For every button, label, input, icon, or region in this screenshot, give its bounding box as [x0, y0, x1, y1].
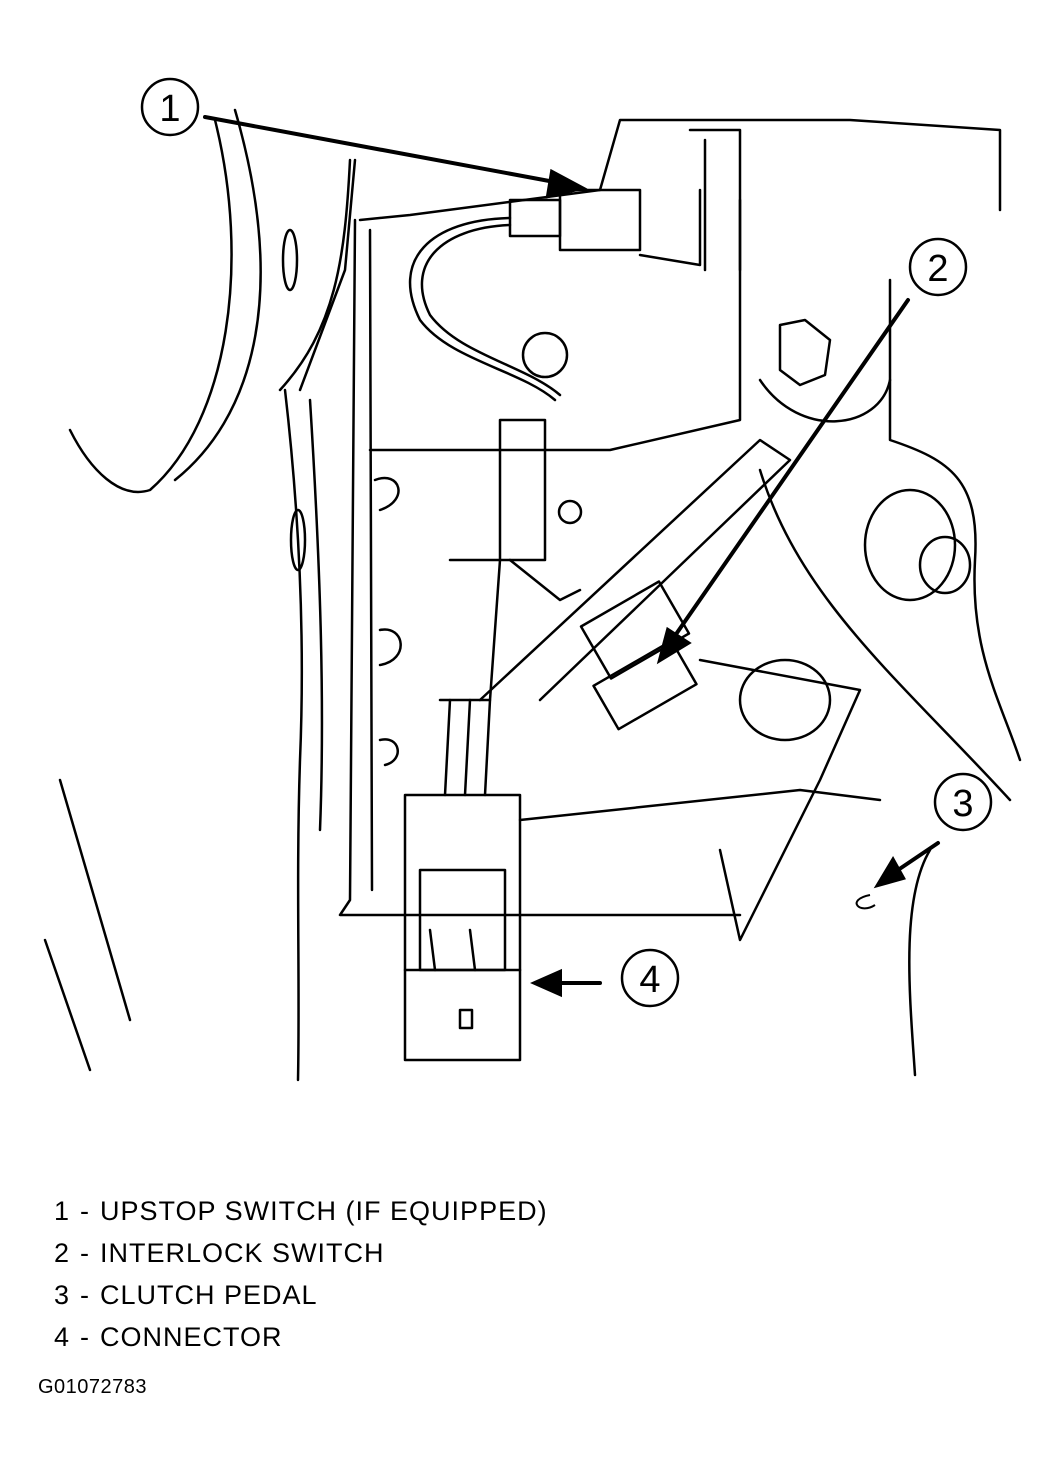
- callout-4-bubble: 4: [620, 948, 680, 1008]
- clutch-switch-illustration: 1 2 3 4: [43, 77, 1022, 1082]
- callout-2-arrow: [656, 298, 910, 665]
- callout-2-bubble: 2: [908, 237, 968, 297]
- connector: [403, 698, 522, 1062]
- legend-separator: -: [80, 1322, 91, 1352]
- interlock-switch: [438, 418, 698, 731]
- callout-4-arrow: [530, 968, 602, 998]
- callout-1-number: 1: [159, 88, 180, 130]
- legend-item-label: UPSTOP SWITCH (IF EQUIPPED): [100, 1196, 548, 1226]
- callout-legend: 1-UPSTOP SWITCH (IF EQUIPPED) 2-INTERLOC…: [54, 1190, 548, 1358]
- legend-item: 4-CONNECTOR: [54, 1316, 548, 1358]
- left-body-panel: [43, 108, 357, 1082]
- upstop-switch: [408, 188, 702, 402]
- clutch-pedal-arm: [478, 278, 1022, 1077]
- legend-item: 3-CLUTCH PEDAL: [54, 1274, 548, 1316]
- legend-item-number: 4: [54, 1322, 71, 1352]
- callout-2-number: 2: [927, 248, 948, 290]
- callout-3-bubble: 3: [933, 772, 993, 832]
- legend-item-number: 1: [54, 1196, 71, 1226]
- legend-item-number: 3: [54, 1280, 71, 1310]
- legend-item-label: INTERLOCK SWITCH: [100, 1238, 385, 1268]
- legend-separator: -: [80, 1280, 91, 1310]
- legend-separator: -: [80, 1196, 91, 1226]
- clutch-pedal-pad-mark: [855, 894, 876, 910]
- callout-4-number: 4: [639, 959, 660, 1001]
- figure-id: G01072783: [38, 1376, 148, 1398]
- legend-item: 2-INTERLOCK SWITCH: [54, 1232, 548, 1274]
- callout-3-arrow: [873, 841, 940, 889]
- callout-3-number: 3: [952, 783, 973, 825]
- legend-separator: -: [80, 1238, 91, 1268]
- legend-item-number: 2: [54, 1238, 71, 1268]
- callout-1-arrow: [203, 115, 588, 199]
- legend-item-label: CLUTCH PEDAL: [100, 1280, 318, 1310]
- callout-1-bubble: 1: [140, 77, 200, 137]
- legend-item: 1-UPSTOP SWITCH (IF EQUIPPED): [54, 1190, 548, 1232]
- legend-item-label: CONNECTOR: [100, 1322, 283, 1352]
- pedal-bracket: [338, 118, 1002, 917]
